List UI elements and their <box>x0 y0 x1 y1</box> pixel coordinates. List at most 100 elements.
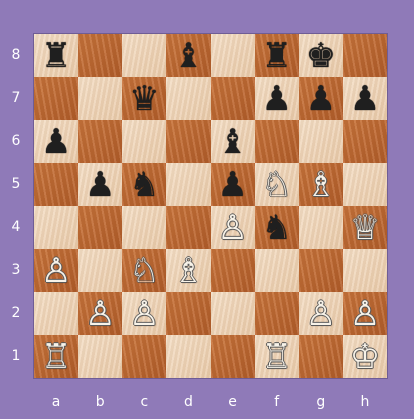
white-bishop-icon[interactable]: ♗ <box>173 254 203 288</box>
square-h7[interactable]: ♟ <box>343 77 387 120</box>
black-knight-icon[interactable]: ♞ <box>261 211 291 245</box>
square-h8[interactable] <box>343 34 387 77</box>
square-c6[interactable] <box>122 120 166 163</box>
square-b6[interactable] <box>78 120 122 163</box>
black-queen-icon[interactable]: ♛ <box>129 82 159 116</box>
square-a2[interactable] <box>34 292 78 335</box>
square-d6[interactable] <box>166 120 210 163</box>
file-label-g: g <box>311 394 331 410</box>
square-e2[interactable] <box>211 292 255 335</box>
white-pawn-icon[interactable]: ♙ <box>217 211 247 245</box>
black-knight-icon[interactable]: ♞ <box>129 168 159 202</box>
square-e6[interactable]: ♝ <box>211 120 255 163</box>
black-bishop-icon[interactable]: ♝ <box>173 39 203 73</box>
square-c8[interactable] <box>122 34 166 77</box>
square-g1[interactable] <box>299 335 343 378</box>
square-a1[interactable]: ♖ <box>34 335 78 378</box>
square-d1[interactable] <box>166 335 210 378</box>
square-a5[interactable] <box>34 163 78 206</box>
square-a4[interactable] <box>34 206 78 249</box>
square-f1[interactable]: ♖ <box>255 335 299 378</box>
file-label-b: b <box>90 394 110 410</box>
square-d4[interactable] <box>166 206 210 249</box>
square-b2[interactable]: ♙ <box>78 292 122 335</box>
square-h2[interactable]: ♙ <box>343 292 387 335</box>
square-f8[interactable]: ♜ <box>255 34 299 77</box>
square-h1[interactable]: ♔ <box>343 335 387 378</box>
black-bishop-icon[interactable]: ♝ <box>217 125 247 159</box>
black-pawn-icon[interactable]: ♟ <box>261 82 291 116</box>
white-rook-icon[interactable]: ♖ <box>41 340 71 374</box>
square-g4[interactable] <box>299 206 343 249</box>
white-pawn-icon[interactable]: ♙ <box>85 297 115 331</box>
square-d7[interactable] <box>166 77 210 120</box>
square-b1[interactable] <box>78 335 122 378</box>
square-e3[interactable] <box>211 249 255 292</box>
square-b3[interactable] <box>78 249 122 292</box>
square-f6[interactable] <box>255 120 299 163</box>
square-f7[interactable]: ♟ <box>255 77 299 120</box>
black-pawn-icon[interactable]: ♟ <box>41 125 71 159</box>
file-label-c: c <box>134 394 154 410</box>
square-h6[interactable] <box>343 120 387 163</box>
square-d5[interactable] <box>166 163 210 206</box>
square-c5[interactable]: ♞ <box>122 163 166 206</box>
square-f2[interactable] <box>255 292 299 335</box>
white-bishop-icon[interactable]: ♗ <box>306 168 336 202</box>
square-b8[interactable] <box>78 34 122 77</box>
square-g6[interactable] <box>299 120 343 163</box>
square-g5[interactable]: ♗ <box>299 163 343 206</box>
black-king-icon[interactable]: ♚ <box>306 39 336 73</box>
white-pawn-icon[interactable]: ♙ <box>306 297 336 331</box>
file-label-f: f <box>267 394 287 410</box>
black-pawn-icon[interactable]: ♟ <box>85 168 115 202</box>
square-d2[interactable] <box>166 292 210 335</box>
square-e8[interactable] <box>211 34 255 77</box>
square-a3[interactable]: ♙ <box>34 249 78 292</box>
white-rook-icon[interactable]: ♖ <box>261 340 291 374</box>
square-f3[interactable] <box>255 249 299 292</box>
square-g3[interactable] <box>299 249 343 292</box>
white-knight-icon[interactable]: ♘ <box>129 254 159 288</box>
white-king-icon[interactable]: ♔ <box>350 340 380 374</box>
square-g8[interactable]: ♚ <box>299 34 343 77</box>
square-f5[interactable]: ♘ <box>255 163 299 206</box>
black-pawn-icon[interactable]: ♟ <box>306 82 336 116</box>
black-pawn-icon[interactable]: ♟ <box>217 168 247 202</box>
white-pawn-icon[interactable]: ♙ <box>129 297 159 331</box>
square-b5[interactable]: ♟ <box>78 163 122 206</box>
square-d3[interactable]: ♗ <box>166 249 210 292</box>
square-h3[interactable] <box>343 249 387 292</box>
square-h4[interactable]: ♕ <box>343 206 387 249</box>
square-c7[interactable]: ♛ <box>122 77 166 120</box>
black-rook-icon[interactable]: ♜ <box>261 39 291 73</box>
square-c4[interactable] <box>122 206 166 249</box>
square-c2[interactable]: ♙ <box>122 292 166 335</box>
square-e5[interactable]: ♟ <box>211 163 255 206</box>
file-label-d: d <box>178 394 198 410</box>
square-f4[interactable]: ♞ <box>255 206 299 249</box>
file-label-h: h <box>355 394 375 410</box>
square-a6[interactable]: ♟ <box>34 120 78 163</box>
square-e7[interactable] <box>211 77 255 120</box>
square-d8[interactable]: ♝ <box>166 34 210 77</box>
square-a7[interactable] <box>34 77 78 120</box>
white-pawn-icon[interactable]: ♙ <box>41 254 71 288</box>
white-pawn-icon[interactable]: ♙ <box>350 297 380 331</box>
chess-board: ♜ ♝ ♜ ♚ ♛ ♟ ♟ ♟ ♟ ♝ ♟ ♞ ♟ ♘ ♗ ♙ ♞ ♕ ♙ ♘ ♗ ♙ ♙ ♙ ♙ ♖ ♖ ♔ <box>34 34 387 378</box>
square-g2[interactable]: ♙ <box>299 292 343 335</box>
rank-label-1: 1 <box>8 348 24 364</box>
square-e4[interactable]: ♙ <box>211 206 255 249</box>
square-c1[interactable] <box>122 335 166 378</box>
white-queen-icon[interactable]: ♕ <box>350 211 380 245</box>
white-knight-icon[interactable]: ♘ <box>261 168 291 202</box>
square-a8[interactable]: ♜ <box>34 34 78 77</box>
square-b4[interactable] <box>78 206 122 249</box>
square-e1[interactable] <box>211 335 255 378</box>
square-b7[interactable] <box>78 77 122 120</box>
black-rook-icon[interactable]: ♜ <box>41 39 71 73</box>
square-g7[interactable]: ♟ <box>299 77 343 120</box>
black-pawn-icon[interactable]: ♟ <box>350 82 380 116</box>
square-c3[interactable]: ♘ <box>122 249 166 292</box>
square-h5[interactable] <box>343 163 387 206</box>
